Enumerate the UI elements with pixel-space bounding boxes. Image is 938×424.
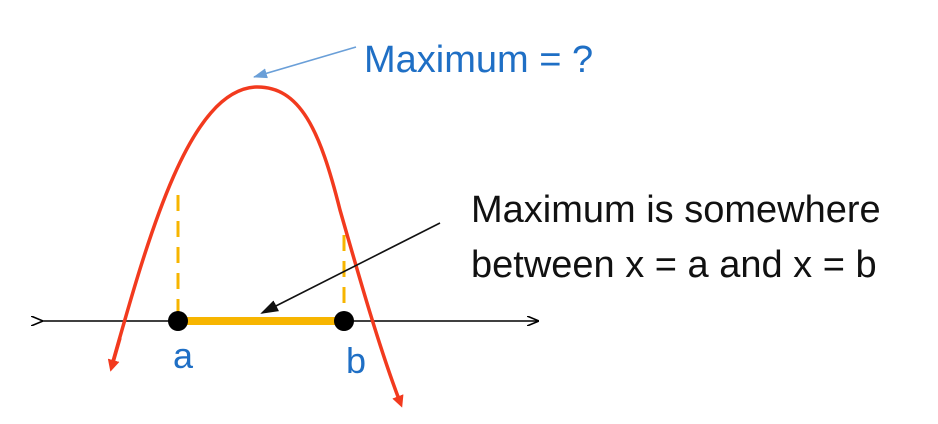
point-b-dot — [334, 311, 354, 331]
point-a-dot — [168, 311, 188, 331]
curve-left-arrow — [107, 337, 122, 372]
maximum-between-line2: between x = a and x = b — [471, 244, 877, 286]
maximum-question-label: Maximum = ? — [364, 39, 593, 81]
point-a-label: a — [173, 335, 194, 376]
point-b-label: b — [346, 340, 366, 381]
maximum-callout-arrow — [253, 46, 357, 79]
maximum-between-line1: Maximum is somewhere — [471, 189, 881, 231]
interval-callout-arrow — [260, 222, 441, 314]
parabola-curve — [110, 85, 404, 408]
